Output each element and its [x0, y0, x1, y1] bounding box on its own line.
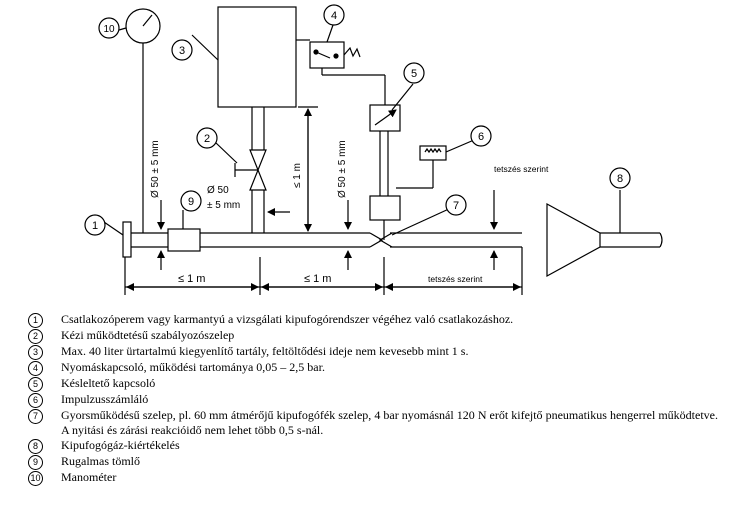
- pressure-switch: [296, 39, 386, 105]
- manual-valve: [234, 107, 267, 233]
- callout-10-number: 10: [103, 24, 115, 35]
- callout-9-number: 9: [188, 196, 194, 208]
- legend-text: Rugalmas tömlő: [61, 454, 140, 468]
- legend-item: 5 Késleltető kapcsoló: [28, 376, 718, 392]
- dim-le1m-middle: ≤ 1 m: [304, 273, 331, 285]
- equalizing-tank: [217, 6, 297, 108]
- legend-number: 10: [28, 471, 43, 486]
- callout-6: [470, 125, 492, 147]
- callout-6-number: 6: [478, 131, 484, 143]
- legend-item: 1 Csatlakozóperem vagy karmantyú a vizsgá…: [28, 312, 718, 328]
- callout-8: [609, 167, 631, 189]
- quick-valve-actuator: [369, 195, 401, 221]
- callout-4-number: 4: [331, 10, 337, 22]
- legend-text: Csatlakozóperem vagy karmantyú a vizsgál…: [61, 312, 514, 326]
- dim-tetszes-bottom: tetszés szerint: [428, 274, 483, 284]
- exhaust-gas-analyzer: [546, 190, 663, 278]
- legend-text: Gyorsműködésű szelep, pl. 60 mm átmérőjű…: [61, 408, 718, 437]
- legend-item: 7 Gyorsműködésű szelep, pl. 60 mm átmérőj…: [28, 408, 718, 438]
- legend-item: 6 Impulzusszámláló: [28, 392, 718, 408]
- legend-text: Manométer: [61, 470, 117, 484]
- legend-number: 4: [28, 361, 43, 376]
- legend-text: Késleltető kapcsoló: [61, 376, 156, 390]
- legend-number: 9: [28, 455, 43, 470]
- legend-number: 1: [28, 313, 43, 328]
- flange: [122, 221, 132, 258]
- dim-d50-side: Ø 50: [207, 185, 229, 196]
- callout-3: [171, 39, 193, 61]
- legend-item: 3 Max. 40 liter ürtartalmú kiegyenlítő ta…: [28, 344, 718, 360]
- legend-text: Kipufogógáz-kiértékelés: [61, 438, 180, 452]
- callout-1: [84, 214, 106, 236]
- legend: 1 Csatlakozóperem vagy karmantyú a vizsgá…: [28, 312, 718, 486]
- legend-number: 8: [28, 439, 43, 454]
- dim-le1m-vertical: ≤ 1 m: [292, 163, 303, 188]
- callout-2-number: 2: [204, 133, 210, 145]
- callout-7-number: 7: [453, 200, 459, 212]
- leader-lines: [103, 24, 475, 236]
- legend-text: Max. 40 liter ürtartalmú kiegyenlítő tar…: [61, 344, 469, 358]
- dim-d50-right: Ø 50 ± 5 mm: [337, 140, 348, 198]
- bottom-dimensions: [124, 247, 523, 295]
- callout-4: [323, 4, 345, 26]
- dim-d50-left: Ø 50 ± 5 mm: [150, 140, 161, 198]
- legend-text: Impulzusszámláló: [61, 392, 149, 406]
- delay-switch: [369, 104, 401, 196]
- legend-item: 2 Kézi működtetésű szabályozószelep: [28, 328, 718, 344]
- callout-2: [196, 127, 218, 149]
- callout-5-number: 5: [411, 68, 417, 80]
- legend-text: Kézi működtetésű szabályozószelep: [61, 328, 235, 342]
- legend-number: 5: [28, 377, 43, 392]
- dim-d50-side-tol: ± 5 mm: [207, 200, 240, 211]
- callout-1-number: 1: [92, 220, 98, 232]
- legend-number: 6: [28, 393, 43, 408]
- callouts: [84, 4, 631, 236]
- measurement-arrows: [157, 190, 498, 270]
- legend-text: Nyomáskapcsoló, működési tartománya 0,05…: [61, 360, 325, 374]
- flexible-hose: [167, 228, 201, 252]
- impulse-counter: [396, 145, 447, 189]
- legend-item: 9 Rugalmas tömlő: [28, 454, 718, 470]
- legend-item: 4 Nyomáskapcsoló, működési tartománya 0,0…: [28, 360, 718, 376]
- callout-10: [98, 17, 120, 39]
- dim-tetszes-top: tetszés szerint: [494, 164, 549, 174]
- legend-number: 7: [28, 409, 43, 424]
- legend-item: 10 Manométer: [28, 470, 718, 486]
- legend-number: 2: [28, 329, 43, 344]
- callout-7: [445, 194, 467, 216]
- legend-number: 3: [28, 345, 43, 360]
- manometer: [125, 8, 161, 233]
- callout-5: [403, 62, 425, 84]
- test-apparatus-diagram: 1 2 3 4 5 6 7 8 9 10 Ø 50 ± 5 mm Ø 50 ± …: [84, 4, 663, 295]
- vertical-dimension: [298, 106, 318, 232]
- callout-9: [180, 190, 202, 212]
- callout-8-number: 8: [617, 173, 623, 185]
- callout-3-number: 3: [179, 45, 185, 57]
- legend-item: 8 Kipufogógáz-kiértékelés: [28, 438, 718, 454]
- dim-le1m-left: ≤ 1 m: [178, 273, 205, 285]
